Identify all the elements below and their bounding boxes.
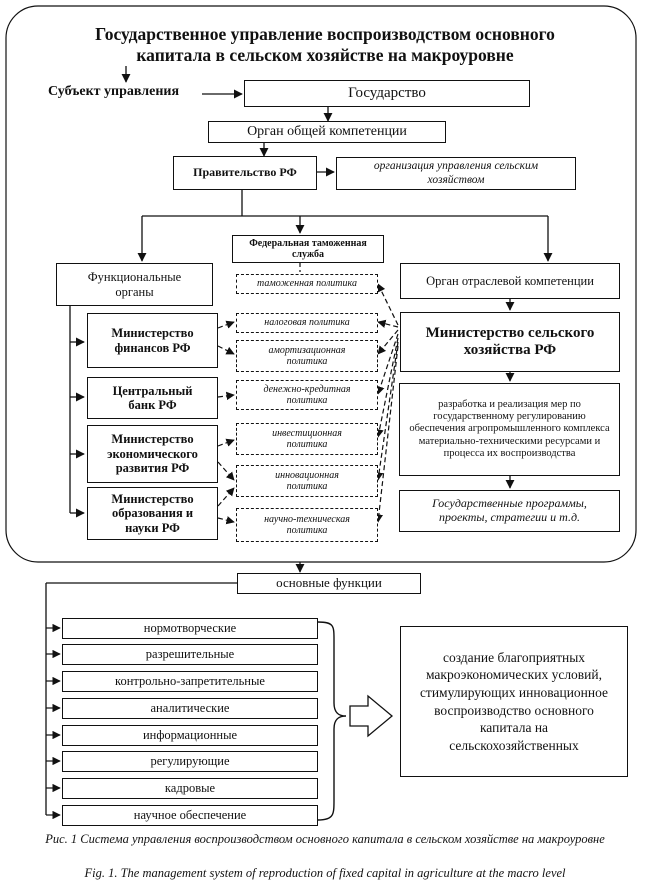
agri-measures-box: разработка и реализация мер по государст… — [399, 383, 620, 476]
state-box: Государство — [244, 80, 530, 107]
function-item: научное обеспечение — [62, 805, 318, 826]
outer-frame — [5, 5, 637, 563]
policy-monetary: денежно-кредитная политика — [236, 380, 378, 410]
function-item: контрольно-запретительные — [62, 671, 318, 692]
policy-innovation: инновационная политика — [236, 465, 378, 497]
ministry-economy-box: Министерство экономического развития РФ — [87, 425, 218, 483]
policy-tax: налоговая политика — [236, 313, 378, 333]
policy-investment: инвестиционная политика — [236, 423, 378, 455]
functions-brace — [317, 621, 347, 821]
policy-depreciation: амортизационная политика — [236, 340, 378, 372]
subject-label: Субъект управления — [48, 84, 180, 99]
function-item: кадровые — [62, 778, 318, 799]
functional-organs-box: Функциональные органы — [56, 263, 213, 306]
government-box: Правительство РФ — [173, 156, 317, 190]
policy-customs: таможенная политика — [236, 274, 378, 294]
ministry-education-box: Министерство образования и науки РФ — [87, 487, 218, 540]
function-item: аналитические — [62, 698, 318, 719]
main-functions-box: основные функции — [237, 573, 421, 594]
diagram-title: Государственное управление воспроизводст… — [95, 24, 555, 65]
customs-service-box: Федеральная таможенная служба — [232, 235, 384, 263]
sector-competence-box: Орган отраслевой компетенции — [400, 263, 620, 299]
caption-ru: Рис. 1 Система управления воспроизводств… — [45, 832, 605, 846]
function-item: регулирующие — [62, 751, 318, 772]
result-box: создание благоприятных макроэкономически… — [400, 626, 628, 777]
ministry-agriculture-box: Министерство сельского хозяйства РФ — [400, 312, 620, 372]
function-item: нормотворческие — [62, 618, 318, 639]
general-competence-box: Орган общей компетенции — [208, 121, 446, 143]
gov-organization-box: организация управления сельским хозяйств… — [336, 157, 576, 190]
central-bank-box: Центральный банк РФ — [87, 377, 218, 419]
function-item: информационные — [62, 725, 318, 746]
function-item: разрешительные — [62, 644, 318, 665]
ministry-finance-box: Министерство финансов РФ — [87, 313, 218, 368]
result-arrow — [349, 694, 394, 738]
policy-science-tech: научно-техническая политика — [236, 508, 378, 542]
caption-en: Fig. 1. The management system of reprodu… — [84, 866, 566, 880]
state-programs-box: Государственные программы, проекты, стра… — [399, 490, 620, 532]
